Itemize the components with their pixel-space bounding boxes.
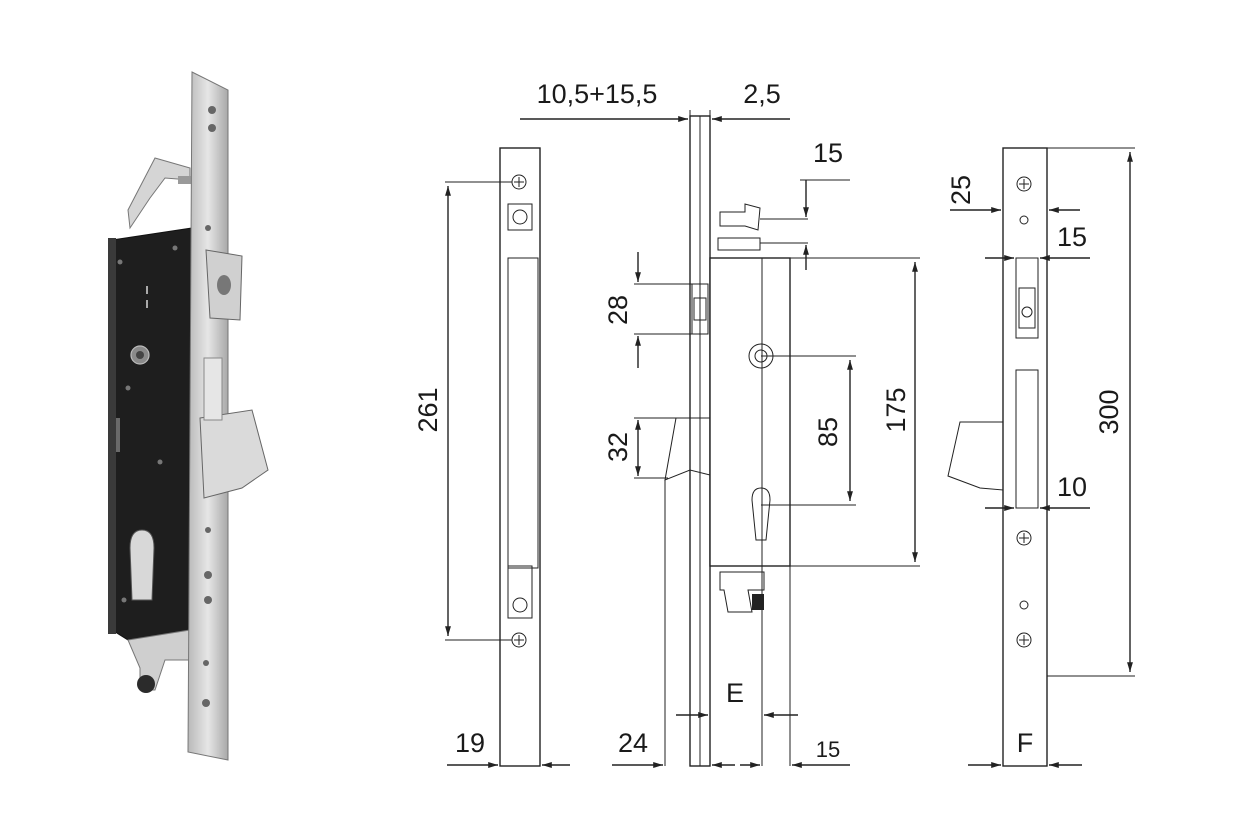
- dimension-bolt-gap: 10: [985, 472, 1090, 511]
- label-plate-thickness: 2,5: [743, 79, 781, 109]
- label-backset-min: 24: [618, 728, 648, 758]
- label-case-width: 15: [816, 737, 840, 762]
- dimension-handle-center: 85: [761, 355, 856, 506]
- dimension-case-width: 15: [740, 737, 850, 768]
- dimension-e: E: [676, 678, 798, 718]
- label-handle-center: 85: [813, 417, 843, 447]
- dimension-faceplate-length: 300: [1047, 147, 1135, 677]
- label-case-height: 175: [881, 387, 911, 432]
- label-top-offset: 15: [813, 138, 843, 168]
- dimension-fixing-span: 261: [413, 181, 512, 641]
- dimension-top: 10,5+15,5 2,5: [520, 79, 790, 128]
- dimension-top-offset: 15: [760, 138, 850, 270]
- label-latch-height: 28: [603, 295, 633, 325]
- lock-product-illustration: [108, 71, 269, 761]
- dimension-f: F: [968, 728, 1082, 768]
- lock-side-view: [664, 115, 791, 767]
- dimension-right-top: 25: [946, 175, 1080, 213]
- dimension-front-plate-width: 19: [447, 728, 570, 768]
- dimension-case-height: 175: [790, 257, 920, 567]
- label-right-top: 25: [946, 175, 976, 205]
- label-front-plate-width: 19: [455, 728, 485, 758]
- dimension-right-hole: 15: [985, 222, 1090, 261]
- faceplate-front-view: [499, 147, 541, 767]
- label-fixing-span: 261: [413, 387, 443, 432]
- label-backset-range: 10,5+15,5: [537, 79, 658, 109]
- label-bolt-gap: 10: [1057, 472, 1087, 502]
- label-faceplate-length: 300: [1094, 389, 1124, 434]
- label-f: F: [1017, 728, 1034, 758]
- dimension-hook-height: 32: [603, 417, 680, 479]
- label-e: E: [726, 678, 744, 708]
- label-hook-height: 32: [603, 432, 633, 462]
- dimension-backset-min: 24: [612, 728, 735, 768]
- label-right-hole: 15: [1057, 222, 1087, 252]
- dimension-latch-height: 28: [603, 252, 700, 368]
- faceplate-right-view: [947, 147, 1048, 767]
